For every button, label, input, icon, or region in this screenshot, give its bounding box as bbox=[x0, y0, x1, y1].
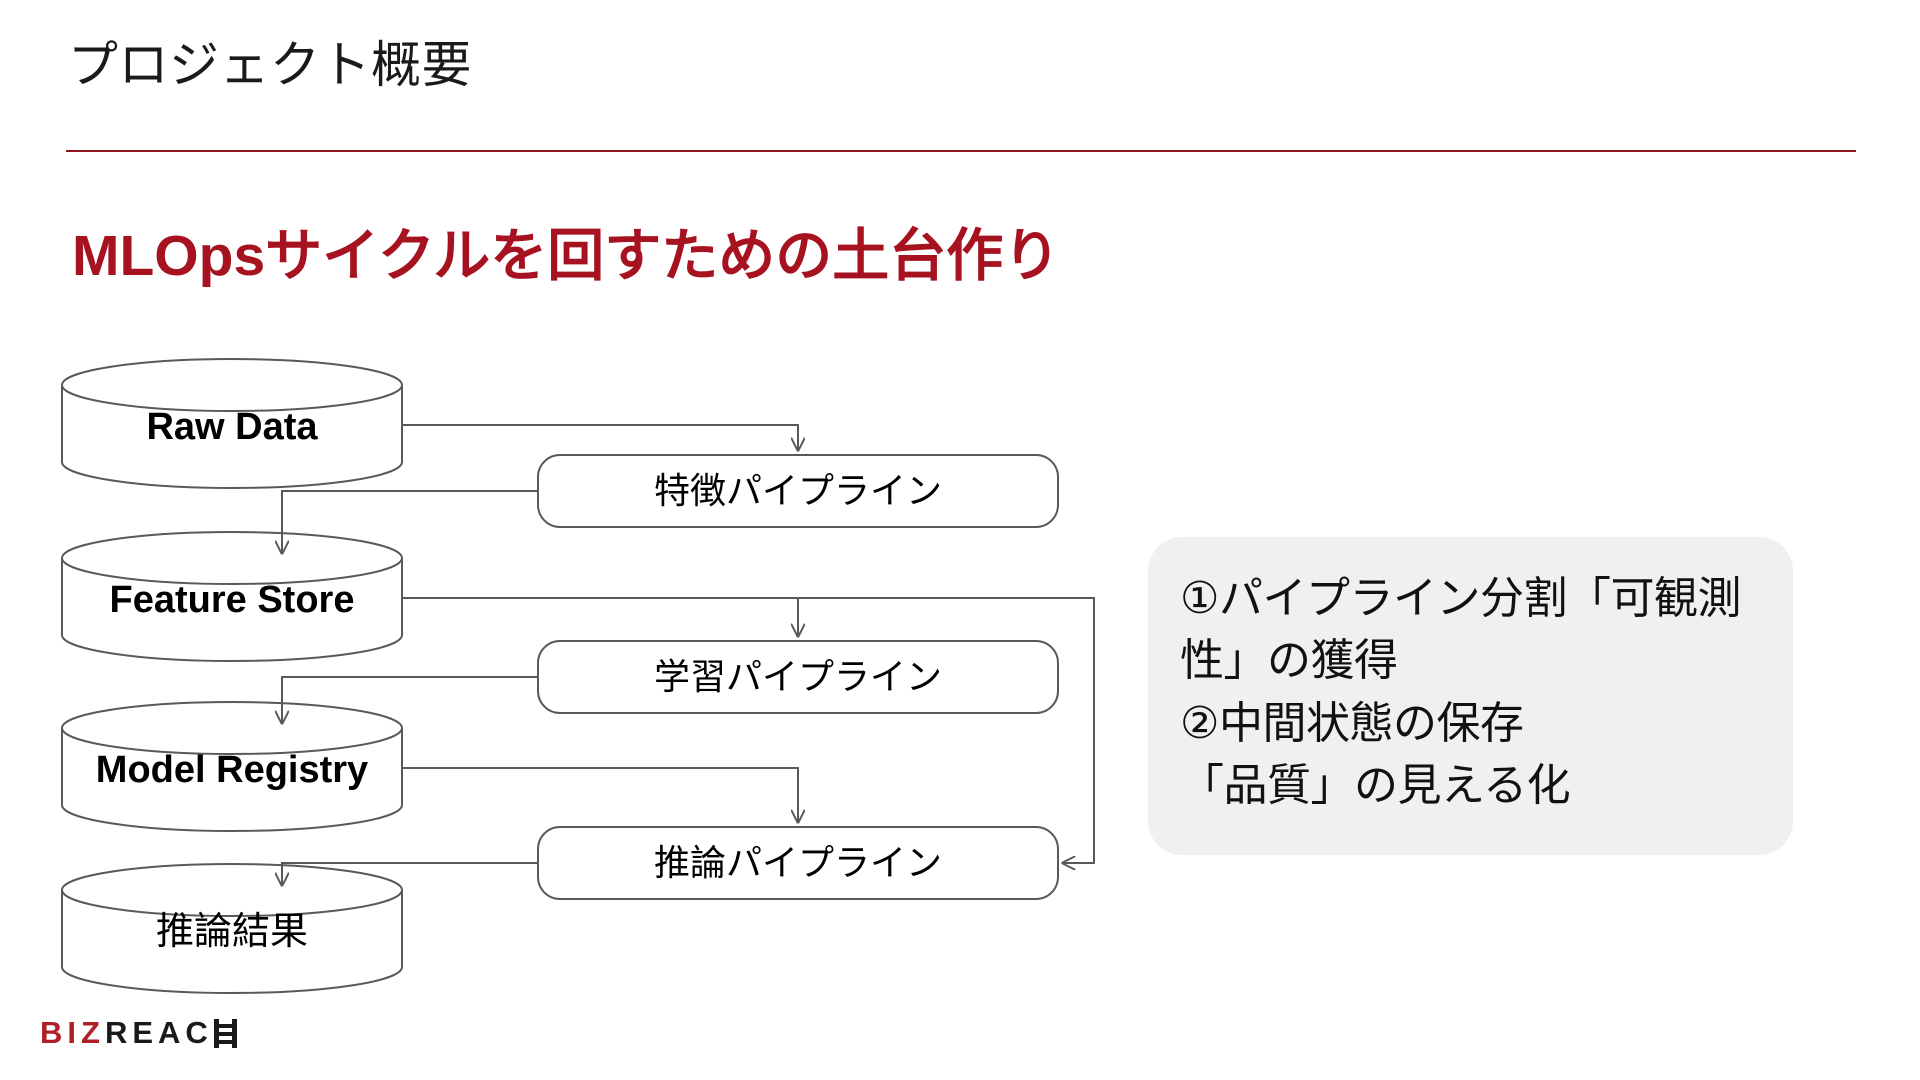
page-title: プロジェクト概要 bbox=[68, 37, 472, 93]
bizreach-h-mark-icon bbox=[213, 1018, 237, 1048]
node-feature-pipeline bbox=[537, 454, 1059, 528]
node-feature-store bbox=[61, 531, 403, 662]
node-inference-result bbox=[61, 863, 403, 994]
diagram-svg bbox=[61, 358, 1095, 994]
edge-rawdata-to-feature-pipeline bbox=[402, 424, 798, 450]
edge-featurestore-to-inference-pipeline-loop bbox=[402, 597, 1095, 863]
node-inference-pipeline bbox=[537, 826, 1059, 900]
callout-box bbox=[1148, 537, 1793, 855]
node-raw-data bbox=[61, 358, 403, 489]
mlops-flow-diagram: Raw Data Feature Store Model Registry 推論… bbox=[61, 358, 1095, 994]
main-heading: MLOpsサイクルを回すための土台作り bbox=[72, 224, 1061, 288]
header-divider bbox=[66, 150, 1856, 152]
node-model-registry bbox=[61, 701, 403, 832]
edge-feature-pipeline-to-featurestore bbox=[282, 490, 538, 553]
edge-modelregistry-to-inference-pipeline bbox=[402, 767, 798, 822]
callout-text: ①パイプライン分割「可観測性」の獲得 ②中間状態の保存 「品質」の見える化 bbox=[1180, 574, 1741, 811]
edge-inference-pipeline-to-inferenceresult bbox=[282, 862, 538, 885]
logo-text-reach: REAC bbox=[104, 1015, 213, 1050]
edge-featurestore-to-training-pipeline bbox=[402, 597, 798, 636]
edge-training-pipeline-to-modelregistry bbox=[282, 676, 538, 723]
node-training-pipeline bbox=[537, 640, 1059, 714]
logo-text-biz: BIZ bbox=[40, 1015, 105, 1050]
